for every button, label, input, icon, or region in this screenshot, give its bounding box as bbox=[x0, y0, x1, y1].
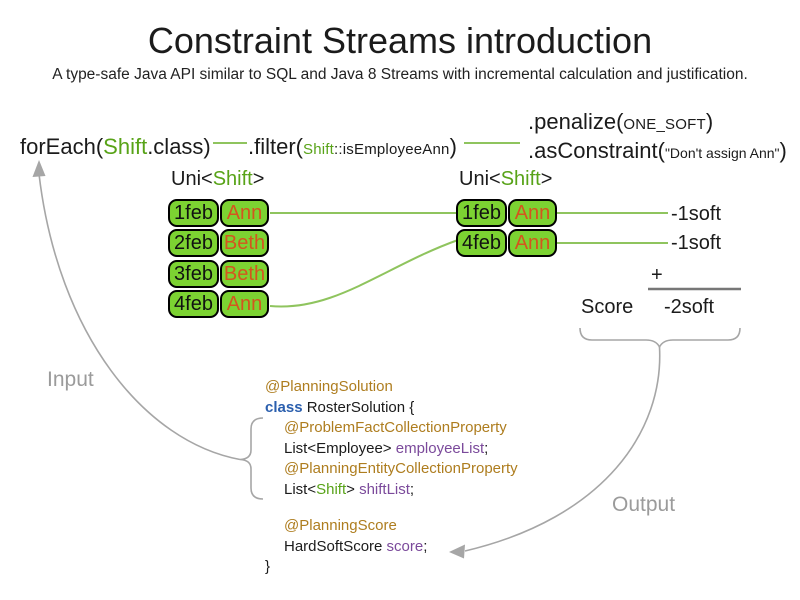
input-label: Input bbox=[47, 368, 94, 391]
shift-type-param: Shift bbox=[316, 480, 347, 498]
filter-class-arg: Shift bbox=[303, 141, 335, 158]
asconstraint-call: .asConstraint("Don't assign Ann") bbox=[528, 138, 787, 164]
filter-method-ref: ::isEmployeeAnn bbox=[334, 141, 450, 158]
foreach-close: .class) bbox=[147, 134, 211, 159]
closing-brace: } bbox=[265, 558, 271, 575]
code-line-problem-fact: @ProblemFactCollectionProperty bbox=[265, 418, 518, 439]
output-arrow bbox=[464, 346, 661, 552]
output-arrowhead-icon bbox=[449, 544, 465, 559]
penalty-label-1: -1soft bbox=[671, 203, 722, 225]
shift-date-cell: 1feb bbox=[456, 199, 507, 227]
shift-date-cell: 1feb bbox=[168, 199, 219, 227]
semicolon: ; bbox=[423, 537, 428, 555]
asconstraint-close: ) bbox=[779, 138, 787, 163]
problem-fact-annotation: @ProblemFactCollectionProperty bbox=[284, 419, 507, 436]
employee-type: List<Employee> bbox=[284, 439, 396, 457]
right-stream-type: Uni<Shift> bbox=[459, 168, 552, 191]
match-line-4feb bbox=[269, 239, 459, 308]
penalize-fn: .penalize( bbox=[528, 109, 624, 134]
code-line-employee-list: List<Employee> employeeList; bbox=[265, 439, 518, 460]
score-total: -2soft bbox=[664, 296, 715, 318]
code-line-shift-list: List<Shift> shiftList; bbox=[265, 480, 518, 501]
shift-date-cell: 4feb bbox=[456, 229, 507, 257]
shift-date-cell: 4feb bbox=[168, 290, 219, 318]
code-line-planning-solution: @PlanningSolution bbox=[265, 377, 518, 398]
code-line-class-decl: class RosterSolution { bbox=[265, 398, 518, 419]
class-keyword: class bbox=[265, 398, 303, 416]
score-brace bbox=[579, 327, 741, 349]
right-type-post: > bbox=[540, 168, 553, 190]
planning-solution-annotation: @PlanningSolution bbox=[265, 378, 393, 395]
shift-employee-cell: Beth bbox=[220, 260, 269, 288]
shift-employee-cell: Beth bbox=[220, 229, 269, 257]
output-label: Output bbox=[612, 493, 676, 516]
asconstraint-fn: .asConstraint( bbox=[528, 138, 665, 163]
right-type-param: Shift bbox=[500, 168, 541, 190]
code-block: @PlanningSolution class RosterSolution {… bbox=[265, 377, 518, 578]
shift-employee-cell: Ann bbox=[220, 199, 269, 227]
code-line-closing-brace: } bbox=[265, 557, 518, 578]
penalize-call: .penalize(ONE_SOFT) bbox=[528, 109, 713, 135]
filter-call: .filter(Shift::isEmployeeAnn) bbox=[248, 134, 457, 160]
code-fields-brace bbox=[239, 417, 264, 500]
employee-field: employeeList bbox=[395, 439, 485, 457]
left-type-pre: Uni< bbox=[171, 168, 213, 190]
foreach-class-arg: Shift bbox=[103, 134, 148, 159]
code-line-planning-entity: @PlanningEntityCollectionProperty bbox=[265, 459, 518, 480]
page-subtitle: A type-safe Java API similar to SQL and … bbox=[52, 66, 748, 83]
left-type-post: > bbox=[252, 168, 265, 190]
shift-date-cell: 3feb bbox=[168, 260, 219, 288]
shift-date-cell: 2feb bbox=[168, 229, 219, 257]
left-stream-type: Uni<Shift> bbox=[171, 168, 264, 191]
foreach-call: forEach(Shift.class) bbox=[20, 134, 211, 160]
left-type-param: Shift bbox=[212, 168, 253, 190]
class-name: RosterSolution { bbox=[302, 398, 415, 416]
filter-close: ) bbox=[449, 134, 457, 159]
code-line-planning-score: @PlanningScore bbox=[265, 516, 518, 537]
foreach-fn: forEach( bbox=[20, 134, 104, 159]
right-type-pre: Uni< bbox=[459, 168, 501, 190]
penalty-label-2: -1soft bbox=[671, 232, 722, 254]
score-label: Score bbox=[581, 296, 634, 318]
score-type: HardSoftScore bbox=[284, 537, 387, 555]
shift-employee-cell: Ann bbox=[508, 199, 557, 227]
penalize-arg: ONE_SOFT bbox=[623, 116, 706, 133]
score-field: score bbox=[386, 537, 424, 555]
shift-field: shiftList bbox=[359, 480, 410, 498]
shift-type-post: > bbox=[346, 480, 360, 498]
code-blank-line bbox=[265, 500, 518, 516]
input-arrow bbox=[38, 173, 241, 461]
code-line-score-field: HardSoftScore score; bbox=[265, 537, 518, 558]
input-arrowhead-icon bbox=[32, 160, 46, 177]
asconstraint-arg: "Don't assign Ann" bbox=[664, 145, 780, 161]
penalize-close: ) bbox=[705, 109, 714, 134]
filter-fn: .filter( bbox=[248, 134, 303, 159]
plus-sign: + bbox=[651, 264, 663, 286]
shift-employee-cell: Ann bbox=[508, 229, 557, 257]
semicolon: ; bbox=[409, 480, 415, 498]
planning-entity-annotation: @PlanningEntityCollectionProperty bbox=[284, 460, 518, 477]
shift-type-pre: List< bbox=[284, 480, 317, 498]
semicolon: ; bbox=[484, 439, 489, 457]
page-title: Constraint Streams introduction bbox=[147, 20, 653, 61]
shift-employee-cell: Ann bbox=[220, 290, 269, 318]
planning-score-annotation: @PlanningScore bbox=[284, 517, 397, 534]
